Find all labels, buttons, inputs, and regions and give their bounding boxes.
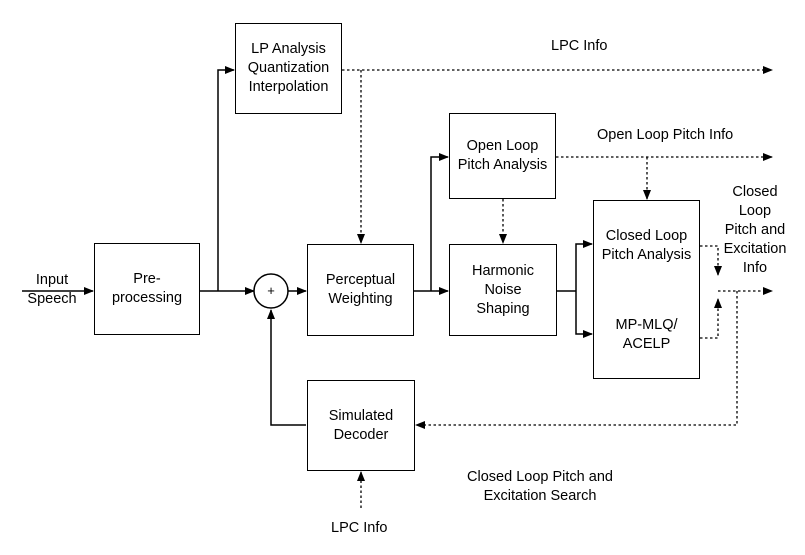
closed-loop-pitch-block: Closed Loop Pitch Analysis xyxy=(593,200,700,291)
harmonic-noise-shaping-block: Harmonic Noise Shaping xyxy=(449,244,557,336)
open-loop-pitch-block: Open Loop Pitch Analysis xyxy=(449,113,556,199)
lpc-info-bottom-label: LPC Info xyxy=(331,520,388,536)
perceptual-weighting-block: Perceptual Weighting xyxy=(307,244,414,336)
closed-loop-out xyxy=(700,245,722,276)
lp-analysis-block: LP Analysis Quantization Interpolation xyxy=(235,23,342,114)
mp-mlq-acelp-block: MP-MLQ/ ACELP xyxy=(593,291,700,379)
summer-plus: + xyxy=(267,283,275,298)
preproc-to-lp-analysis xyxy=(217,66,235,291)
closed-loop-info-label: Closed Loop Pitch and Excitation Info xyxy=(723,184,787,276)
mpmlq-out xyxy=(700,298,722,339)
open-loop-pitch-info-label: Open Loop Pitch Info xyxy=(597,127,734,143)
lpc-info-top-label: LPC Info xyxy=(551,38,608,54)
preprocessing-block: Pre- processing xyxy=(94,243,200,335)
closed-loop-search-label: Closed Loop Pitch and Excitation Search xyxy=(467,469,613,504)
perceptual-to-open-loop xyxy=(430,153,449,291)
to-mpmlq xyxy=(575,291,593,338)
to-closed-loop xyxy=(575,240,593,291)
simulated-decoder-block: Simulated Decoder xyxy=(307,380,415,471)
input-speech-label: Input Speech xyxy=(27,272,77,307)
decoder-to-summer xyxy=(267,309,306,426)
summer-circle xyxy=(253,273,289,309)
